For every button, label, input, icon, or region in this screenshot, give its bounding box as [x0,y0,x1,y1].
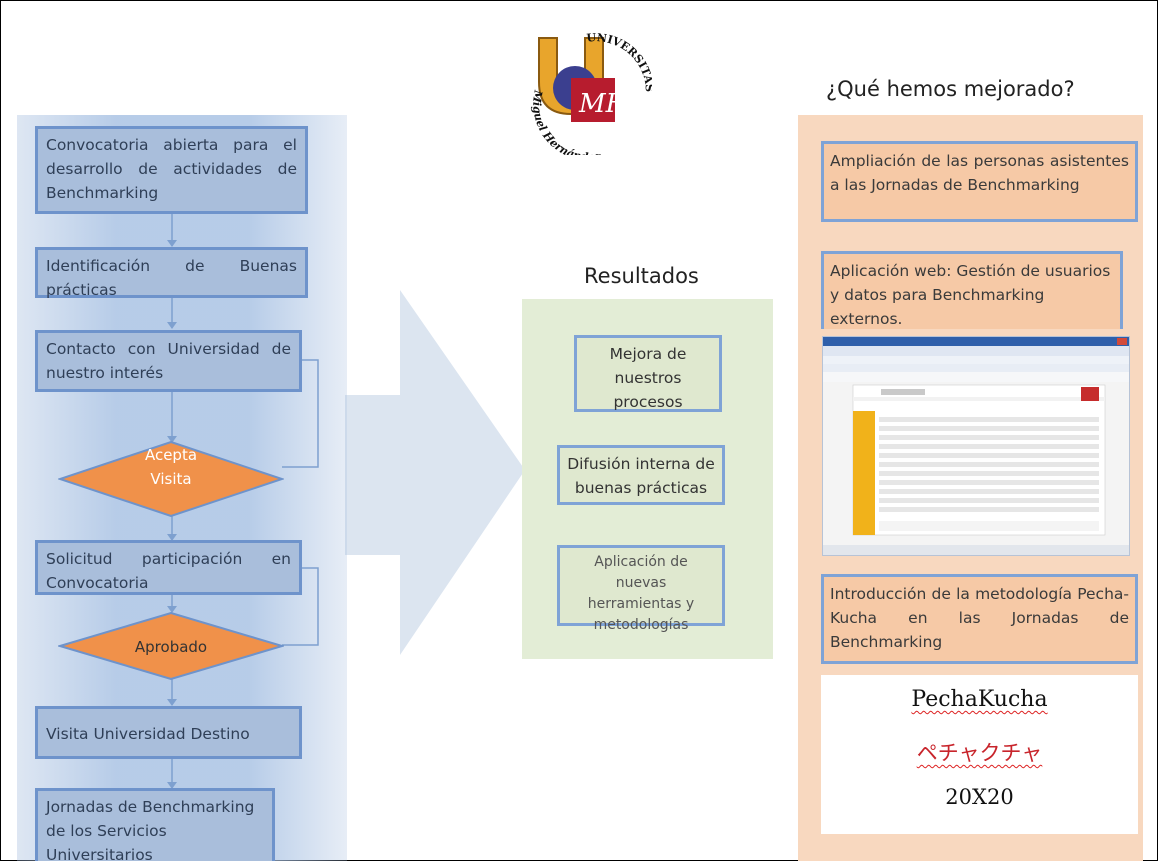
decision-acepta-visita-label: Acepta Visita [144,446,198,488]
pechakucha-latin: PechaKucha [911,687,1048,712]
result-difusion-interna: Difusión interna de buenas prácticas [557,445,725,505]
pechakucha-format: 20X20 [945,785,1014,809]
flow-step-identificacion: Identificación de Buenas prácticas [35,247,308,299]
decision-acepta-visita-shape [58,441,284,517]
flow-step-convocatoria: Convocatoria abierta para el desarrollo … [35,126,308,214]
improvement-ampliacion: Ampliación de las personas asistentes a … [821,141,1138,222]
results-title: Resultados [584,264,699,288]
logo-emblem: MH UNIVERSITAS Miguel Hernández [530,31,656,164]
flow-step-jornadas: Jornadas de Benchmarking de los Servicio… [35,788,275,864]
improvement-aplicacion-web: Aplicación web: Gestión de usuarios y da… [821,251,1123,329]
svg-text:MH: MH [578,89,630,119]
web-app-screenshot-graphic [823,337,1129,555]
decision-aprobado-shape [58,612,284,680]
flow-step-solicitud: Solicitud participación en Convocatoria [35,540,302,595]
improvement-pecha-kucha: Introducción de la metodología Pecha-Kuc… [821,574,1138,664]
university-logo: MH UNIVERSITAS Miguel Hernández [527,30,656,164]
result-mejora-procesos: Mejora de nuestros procesos [574,335,722,412]
web-app-screenshot-image [822,336,1130,556]
pechakucha-japanese: ペチャクチャ [916,741,1043,765]
pechakucha-card: PechaKucha ペチャクチャ 20X20 [821,675,1138,834]
flow-step-visita: Visita Universidad Destino [35,706,302,759]
flow-arrow-background [345,290,525,655]
flow-step-contacto: Contacto con Universidad de nuestro inte… [35,330,302,392]
improvements-title: ¿Qué hemos mejorado? [826,77,1075,101]
decision-aprobado-label: Aprobado [134,638,208,656]
result-aplicacion-herramientas: Aplicación de nuevas herramientas y meto… [557,545,725,633]
